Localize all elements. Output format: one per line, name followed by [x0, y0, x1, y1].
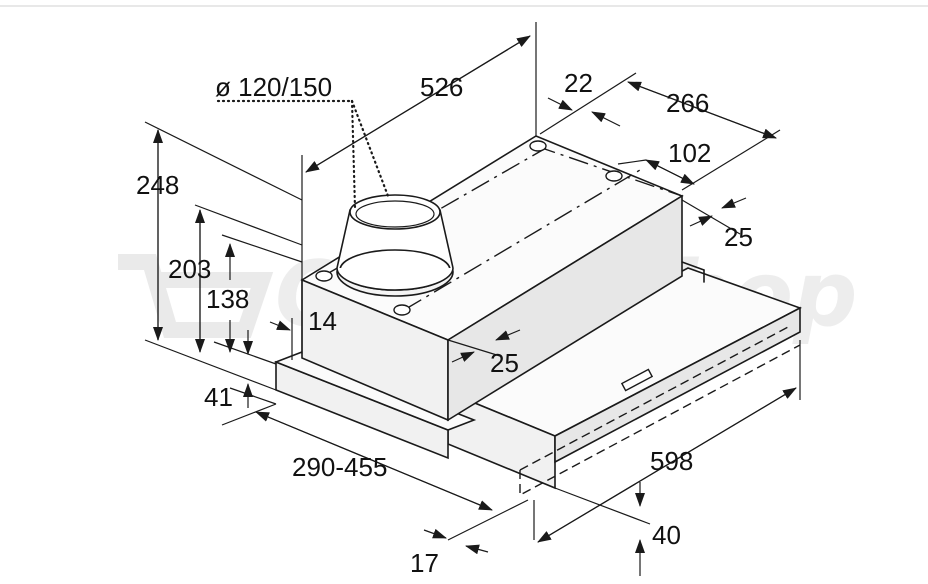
mount-hole [605, 170, 623, 182]
label-41: 41 [204, 382, 233, 412]
label-102: 102 [668, 138, 711, 168]
label-25-front: 25 [490, 348, 519, 378]
label-290-455: 290-455 [292, 452, 387, 482]
label-203: 203 [168, 254, 211, 284]
label-14: 14 [308, 306, 337, 336]
mount-hole [393, 304, 411, 316]
dimension-labels: ø 120/150 526 22 266 102 25 248 203 138 … [136, 68, 753, 578]
mount-hole [315, 270, 333, 282]
label-526: 526 [420, 72, 463, 102]
label-22: 22 [564, 68, 593, 98]
drawer-handle [620, 368, 654, 392]
label-17: 17 [410, 548, 439, 578]
mount-hole [529, 140, 547, 152]
label-598: 598 [650, 446, 693, 476]
label-40: 40 [652, 520, 681, 550]
label-duct-diameter: ø 120/150 [215, 72, 332, 102]
duct-collar [336, 194, 454, 297]
cart-icon [118, 254, 274, 338]
label-248: 248 [136, 170, 179, 200]
label-25-right: 25 [724, 222, 753, 252]
dimension-lines [144, 22, 801, 576]
extension-drawer [446, 267, 802, 497]
label-138: 138 [206, 284, 249, 314]
label-266: 266 [666, 88, 709, 118]
